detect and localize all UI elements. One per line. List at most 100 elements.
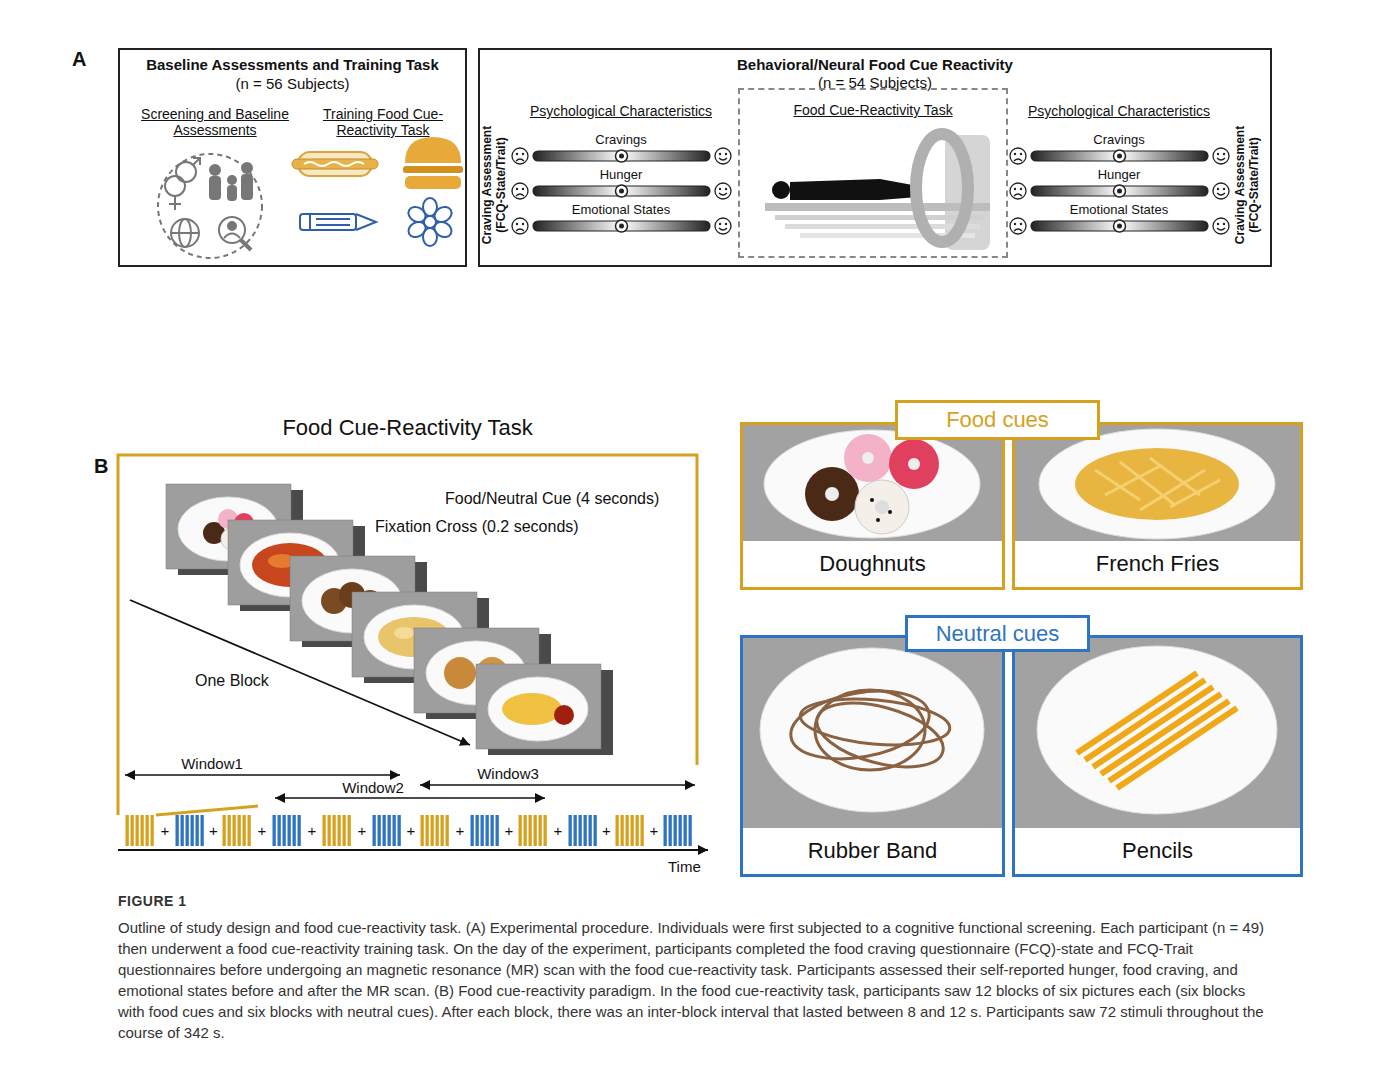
timeline-blocks: [131, 815, 134, 846]
scale-label: Cravings: [1009, 132, 1229, 147]
rubber-band-photo: [743, 638, 1002, 829]
panel-letter: B: [94, 455, 108, 478]
mri-scanner: [916, 134, 968, 242]
timeline-blocks: [176, 815, 179, 846]
timeline-blocks: [579, 815, 582, 846]
slider-knob: [1117, 189, 1122, 194]
doughnut-photo: [825, 487, 839, 501]
rating-slider: [1031, 186, 1208, 196]
mri-scanner: [790, 179, 918, 200]
timeline-blocks: [679, 815, 682, 846]
fries-photo: [1170, 480, 1220, 507]
mood-face: [1217, 153, 1219, 155]
timeline-blocks: [233, 815, 236, 846]
pencils-photo: [1077, 673, 1197, 753]
mood-face: [1014, 153, 1016, 155]
vertical-label: Craving Assessment (FCQ-State/Trait): [480, 115, 508, 255]
timeline-blocks: [273, 815, 276, 846]
mood-face: [1217, 228, 1225, 230]
pencil-icon: [356, 214, 376, 230]
timeline-blocks: [589, 815, 592, 846]
pencils-photo: [1077, 673, 1237, 788]
slider-knob: [619, 154, 624, 159]
interval-mark: +: [207, 822, 221, 839]
stimulus-stack: [394, 627, 414, 639]
timeline-blocks: [228, 815, 231, 846]
stimulus-stack: [502, 693, 562, 725]
mood-face: [719, 193, 727, 195]
demographics-icon: [242, 163, 252, 173]
demographics-icon: [228, 222, 236, 230]
timeline-blocks: [378, 815, 381, 846]
fries-photo: [1015, 425, 1300, 542]
timeline-blocks: [626, 815, 629, 846]
scale-label: Emotional States: [1009, 202, 1229, 217]
mood-face: [522, 223, 524, 225]
pencils-photo: [1109, 701, 1229, 781]
cue-group: Food cuesDoughnutsFrench Fries: [740, 400, 1303, 590]
figure-caption: Outline of study design and food cue-rea…: [118, 917, 1268, 1043]
mood-face: [1217, 158, 1225, 160]
interval-mark: +: [551, 822, 565, 839]
slider-knob: [1114, 185, 1126, 197]
slider-knob: [1117, 154, 1122, 159]
window-label: Window2: [323, 779, 423, 796]
mood-face: [1217, 223, 1219, 225]
timeline-blocks: [223, 815, 226, 846]
mood-face: [516, 159, 524, 161]
mood-face: [1010, 218, 1026, 234]
photo-label: Doughnuts: [743, 541, 1002, 587]
mood-face: [1014, 188, 1016, 190]
mood-face: [719, 158, 727, 160]
stimulus-stack: [444, 657, 476, 689]
interval-mark: +: [600, 822, 614, 839]
block-label: One Block: [195, 672, 269, 690]
photo-label: Pencils: [1015, 828, 1300, 874]
timeline-blocks: [621, 815, 624, 846]
timeline-blocks: [486, 815, 489, 846]
timeline-blocks: [126, 815, 129, 846]
timeline-blocks: [151, 815, 154, 846]
timeline-blocks: [196, 815, 199, 846]
demographics-icon: [158, 154, 262, 258]
mood-face: [522, 188, 524, 190]
window-arrow: [125, 774, 400, 776]
demographics-icon: [224, 234, 240, 239]
photo-label: Rubber Band: [743, 828, 1002, 874]
slider-knob: [616, 185, 628, 197]
interval-mark: +: [502, 822, 516, 839]
timeline-blocks: [436, 815, 439, 846]
timing-note: Fixation Cross (0.2 seconds): [375, 518, 579, 536]
group-header: Neutral cues: [905, 615, 1090, 652]
cue-photo: French Fries: [1012, 422, 1303, 590]
mood-face: [1223, 223, 1225, 225]
timeline-blocks: [476, 815, 479, 846]
mood-face: [1014, 229, 1022, 231]
flower-icon: [424, 216, 436, 228]
timeline-blocks: [293, 815, 296, 846]
demographics-icon: [228, 176, 236, 184]
cue-group: Neutral cuesRubber Band Pencils: [740, 615, 1303, 877]
timeline-blocks: [684, 815, 687, 846]
photo-label: French Fries: [1015, 541, 1300, 587]
mood-face: [1010, 148, 1026, 164]
timeline-blocks: [641, 815, 644, 846]
mood-face: [1213, 148, 1229, 164]
timeline-blocks: [201, 815, 204, 846]
doughnut-photo: [862, 452, 874, 464]
mood-face: [1217, 188, 1219, 190]
window-arrow: [275, 797, 545, 799]
stimulus-stack: [476, 664, 601, 749]
mri-scanner: [775, 215, 985, 220]
burger-icon: [403, 166, 463, 173]
rubber-band-photo: [786, 681, 952, 779]
mood-face: [516, 229, 524, 231]
section-heading: Food Cue-Reactivity Task: [740, 102, 1006, 118]
timeline-blocks: [383, 815, 386, 846]
mri-scanner: [765, 203, 990, 211]
window-arrow: [420, 784, 695, 786]
timeline-blocks: [636, 815, 639, 846]
timeline-blocks: [524, 815, 527, 846]
hotdog-icon: [292, 152, 378, 176]
